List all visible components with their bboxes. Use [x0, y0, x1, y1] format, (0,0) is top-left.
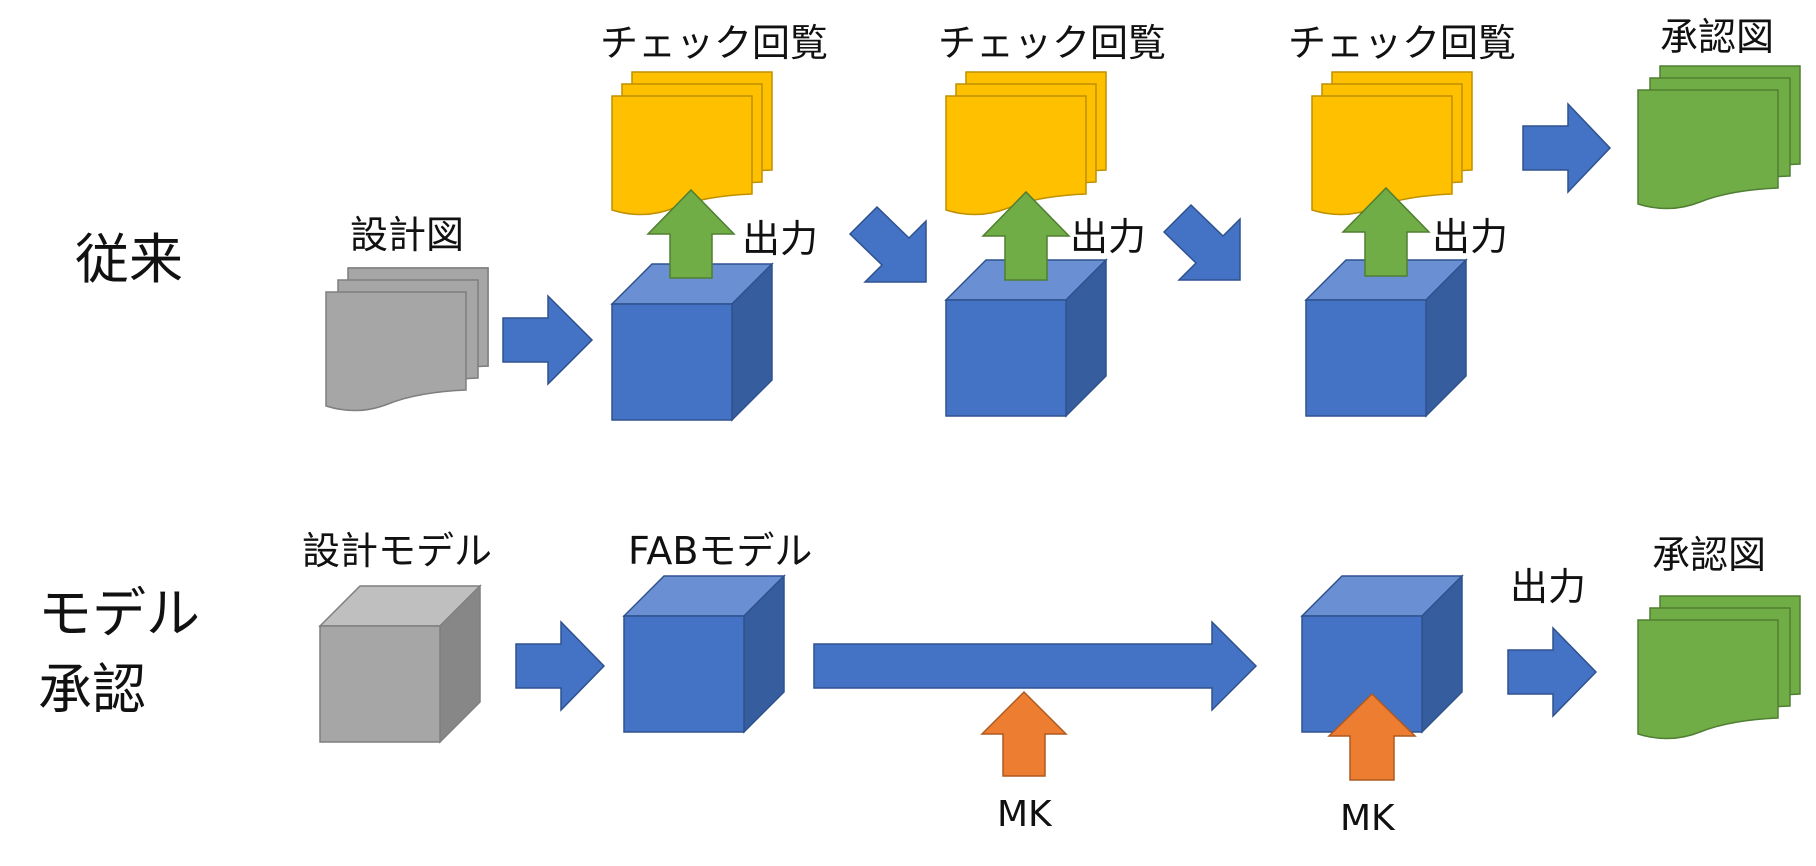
mk-block-arrow-up-icon — [980, 690, 1068, 777]
block-arrow-up-icon — [646, 188, 736, 279]
block-arrow-right-icon — [515, 620, 606, 712]
design-drawing-document-stack-icon — [325, 267, 489, 412]
mk-label: MK — [997, 794, 1053, 835]
check-review-document-stack-icon — [611, 71, 773, 216]
approval-drawing-label: 承認図 — [1660, 15, 1774, 59]
check-review-document-stack-icon — [945, 71, 1107, 216]
mk-block-arrow-up-icon — [1327, 692, 1417, 781]
cube-icon — [1304, 258, 1468, 418]
block-arrow-right-icon — [1522, 102, 1612, 194]
design-model-cube-icon — [318, 584, 482, 744]
mk-label: MK — [1340, 798, 1396, 839]
check-review-label: チェック回覧 — [1288, 21, 1516, 65]
long-block-arrow-right-icon — [813, 620, 1258, 712]
cube-icon — [944, 258, 1108, 418]
block-arrow-diagonal-icon — [848, 205, 927, 283]
design-model-label: 設計モデル — [302, 529, 492, 573]
check-review-label: チェック回覧 — [938, 21, 1166, 65]
check-review-label: チェック回覧 — [600, 21, 828, 65]
check-review-document-stack-icon — [1311, 71, 1473, 216]
block-arrow-up-icon — [981, 190, 1071, 281]
fab-model-cube-icon — [622, 574, 786, 734]
fab-model-label: FABモデル — [628, 529, 812, 573]
block-arrow-up-icon — [1341, 186, 1431, 277]
row-label-model-line1: モデル — [38, 582, 200, 645]
output-label: 出力 — [1510, 565, 1586, 609]
cube-icon — [610, 262, 774, 422]
approval-drawing-label: 承認図 — [1652, 533, 1766, 577]
block-arrow-right-icon — [502, 294, 594, 386]
output-label: 出力 — [1070, 215, 1146, 259]
output-label: 出力 — [1432, 215, 1508, 259]
design-drawing-label: 設計図 — [350, 213, 464, 257]
output-label: 出力 — [742, 217, 818, 261]
block-arrow-diagonal-icon — [1162, 203, 1241, 281]
approval-drawing-document-stack-icon — [1637, 595, 1801, 740]
block-arrow-right-icon — [1507, 626, 1598, 718]
row-label-conventional: 従来 — [75, 228, 183, 291]
approval-drawing-document-stack-icon — [1637, 65, 1801, 210]
row-label-model-line2: 承認 — [38, 658, 146, 721]
